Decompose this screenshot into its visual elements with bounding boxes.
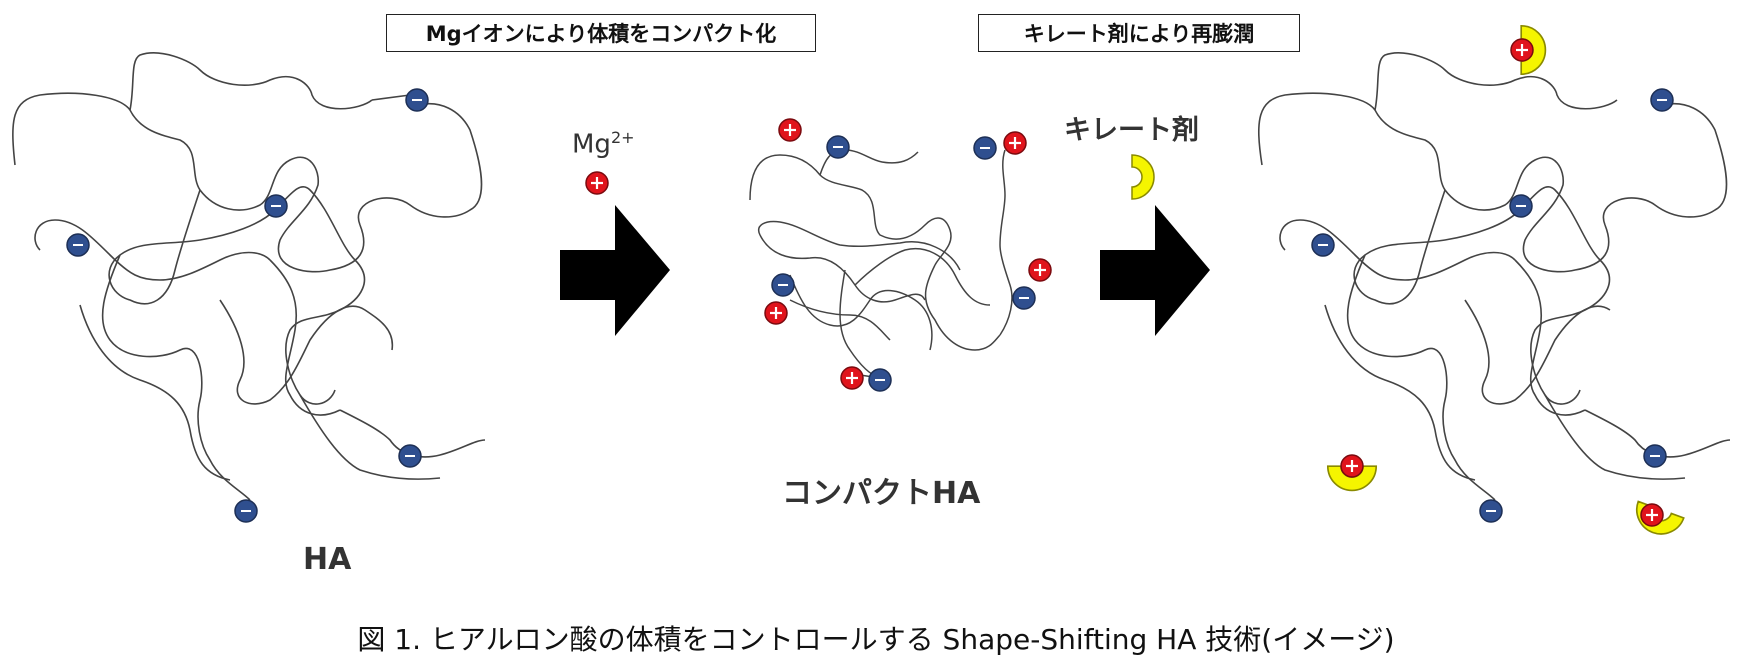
chelator-label: キレート剤 xyxy=(1064,115,1199,146)
arrow-2 xyxy=(1100,205,1210,336)
ha-polymer-network xyxy=(12,52,486,501)
mg-label-charge: 2+ xyxy=(610,128,635,147)
chelated-mg-complex xyxy=(1629,500,1685,542)
reswelled-ha-ions xyxy=(1311,88,1674,523)
mg-ion-label: Mg2+ xyxy=(572,128,635,160)
compact-ha-network xyxy=(749,149,1013,379)
chelated-mg-complex xyxy=(1509,24,1547,76)
ha-left-ions xyxy=(66,88,429,523)
arrow-1 xyxy=(560,205,670,336)
chelated-mg-complex xyxy=(1326,453,1378,492)
chelator-icon xyxy=(1131,154,1155,200)
mg-label-base: Mg xyxy=(572,129,611,160)
mg-ion xyxy=(584,170,610,196)
compact-ha-label: コンパクトHA xyxy=(782,476,981,511)
reswelling-step-label: キレート剤により再膨潤 xyxy=(978,14,1300,52)
reswelled-ha-network xyxy=(1257,52,1731,501)
compaction-step-label: Mgイオンにより体積をコンパクト化 xyxy=(386,14,816,52)
ha-label: HA xyxy=(303,542,352,577)
figure-caption: 図 1. ヒアルロン酸の体積をコントロールする Shape-Shifting H… xyxy=(357,623,1395,656)
